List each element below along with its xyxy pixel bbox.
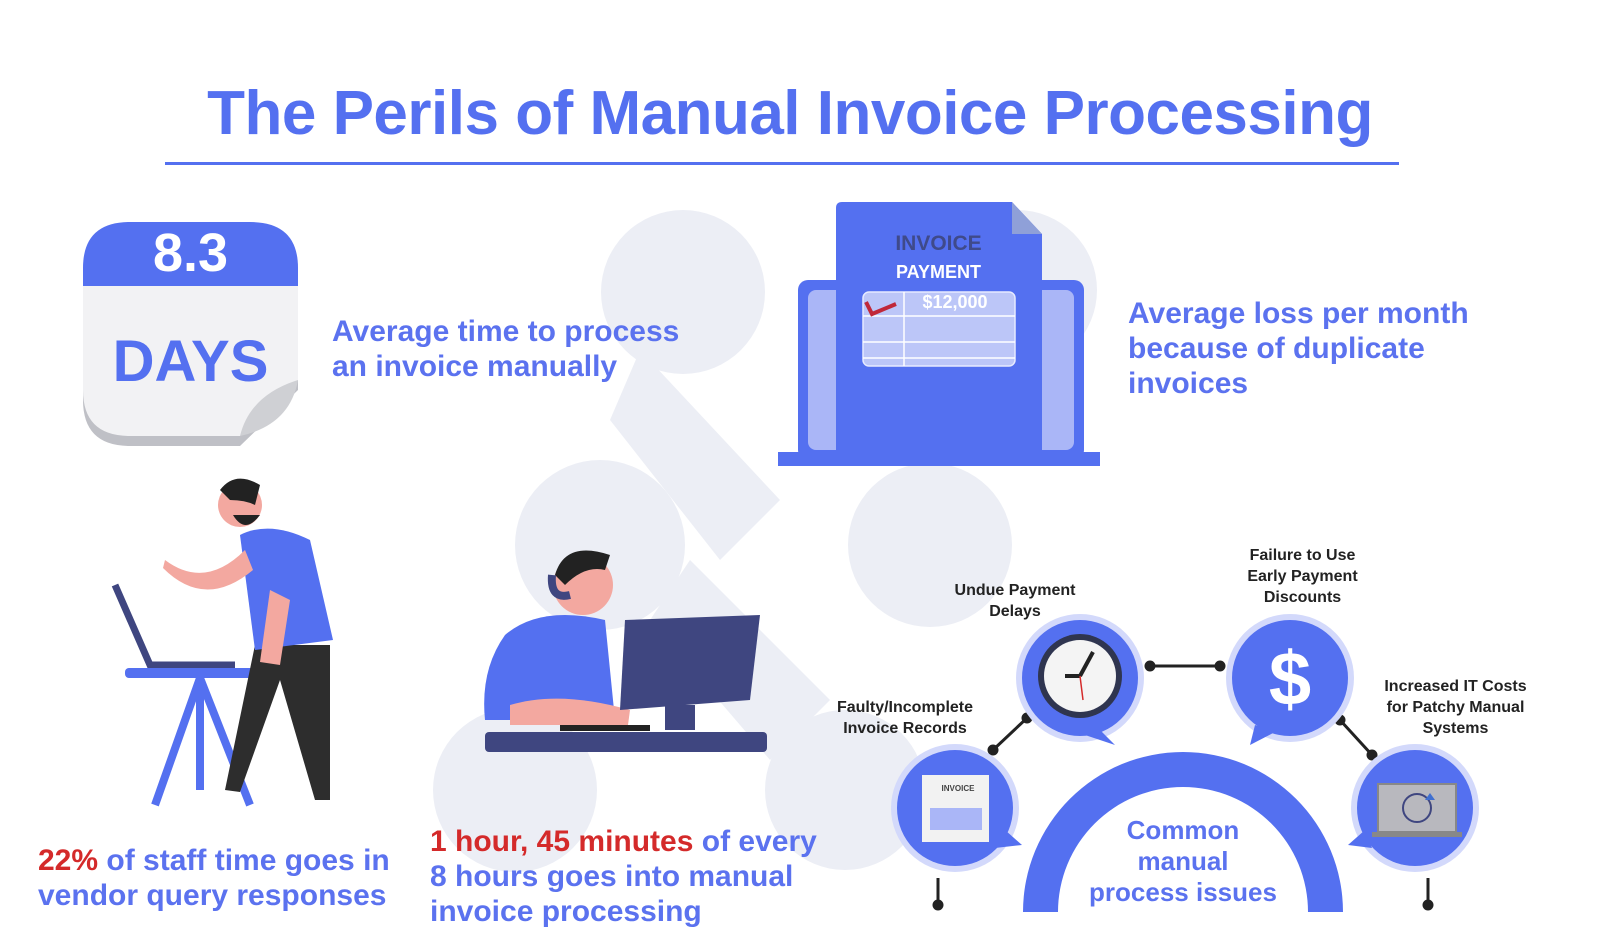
- stat-line: invoices: [1128, 367, 1249, 400]
- issues-center-label: Common manual process issues: [1063, 815, 1303, 908]
- title-underline: [165, 162, 1399, 165]
- checkmark-icon: [864, 301, 897, 317]
- stat-line: Average time to process: [332, 315, 680, 348]
- calendar-unit: DAYS: [112, 329, 269, 394]
- label-line: Delays: [989, 603, 1041, 620]
- stat-highlight: 1 hour, 45 minutes: [430, 825, 694, 858]
- stat-line: invoice processing: [430, 895, 702, 928]
- invoice-icon-label: INVOICE: [941, 784, 975, 793]
- central-arch: [1023, 752, 1343, 912]
- stat-line: because of duplicate: [1128, 332, 1425, 365]
- issue-label-payment-delays: Undue Payment Delays: [930, 580, 1100, 622]
- dollar-icon: $: [1269, 637, 1311, 722]
- label-line: manual: [1137, 846, 1229, 876]
- label-line: process issues: [1089, 877, 1277, 907]
- dollar-bubble: $: [1226, 614, 1354, 745]
- issue-label-faulty-records: Faulty/Incomplete Invoice Records: [815, 697, 995, 739]
- invoice-amount: $12,000: [922, 292, 988, 312]
- label-line: Faulty/Incomplete: [836, 699, 974, 716]
- stat-line: 8 hours goes into manual: [430, 860, 794, 893]
- issue-label-it-costs: Increased IT Costs for Patchy Manual Sys…: [1368, 676, 1543, 739]
- calendar-number: 8.3: [152, 223, 229, 283]
- page-title: The Perils of Manual Invoice Processing: [207, 79, 1373, 148]
- stat-hours: 1 hour, 45 minutes of every 8 hours goes…: [430, 824, 817, 929]
- standing-person-illustration: [111, 478, 333, 807]
- label-line: Failure to Use: [1249, 547, 1356, 564]
- calendar-icon: [83, 222, 298, 446]
- stat-line: Average loss per month: [1128, 297, 1469, 330]
- invoice-laptop-illustration: [778, 202, 1100, 466]
- laptop-bubble: [1348, 744, 1479, 872]
- clock-bubble: [1016, 614, 1144, 745]
- label-line: Undue Payment: [954, 582, 1076, 599]
- stat-duplicate-loss: Average loss per month because of duplic…: [1128, 296, 1469, 401]
- stat-line: vendor query responses: [38, 879, 387, 912]
- stat-staff-time: 22% of staff time goes in vendor query r…: [38, 843, 390, 913]
- stat-line: of every: [693, 825, 817, 858]
- label-line: Increased IT Costs: [1384, 678, 1527, 695]
- stat-line: of staff time goes in: [98, 844, 390, 877]
- stat-line: an invoice manually: [332, 350, 618, 383]
- stat-highlight: 22%: [38, 844, 99, 877]
- invoice-subheading: PAYMENT: [895, 262, 982, 282]
- label-line: Early Payment: [1247, 568, 1358, 585]
- invoice-heading: INVOICE: [895, 232, 982, 255]
- issue-label-early-discounts: Failure to Use Early Payment Discounts: [1220, 545, 1385, 608]
- label-line: for Patchy Manual: [1386, 699, 1525, 716]
- laptop-update-icon: [1377, 783, 1457, 833]
- label-line: Common: [1126, 815, 1240, 845]
- invoice-bubble: [891, 744, 1022, 872]
- label-line: Discounts: [1263, 589, 1342, 606]
- stat-processing-time: Average time to process an invoice manua…: [332, 314, 679, 384]
- label-line: Systems: [1422, 720, 1489, 737]
- label-line: Invoice Records: [843, 720, 967, 737]
- person-at-computer-illustration: [484, 550, 767, 752]
